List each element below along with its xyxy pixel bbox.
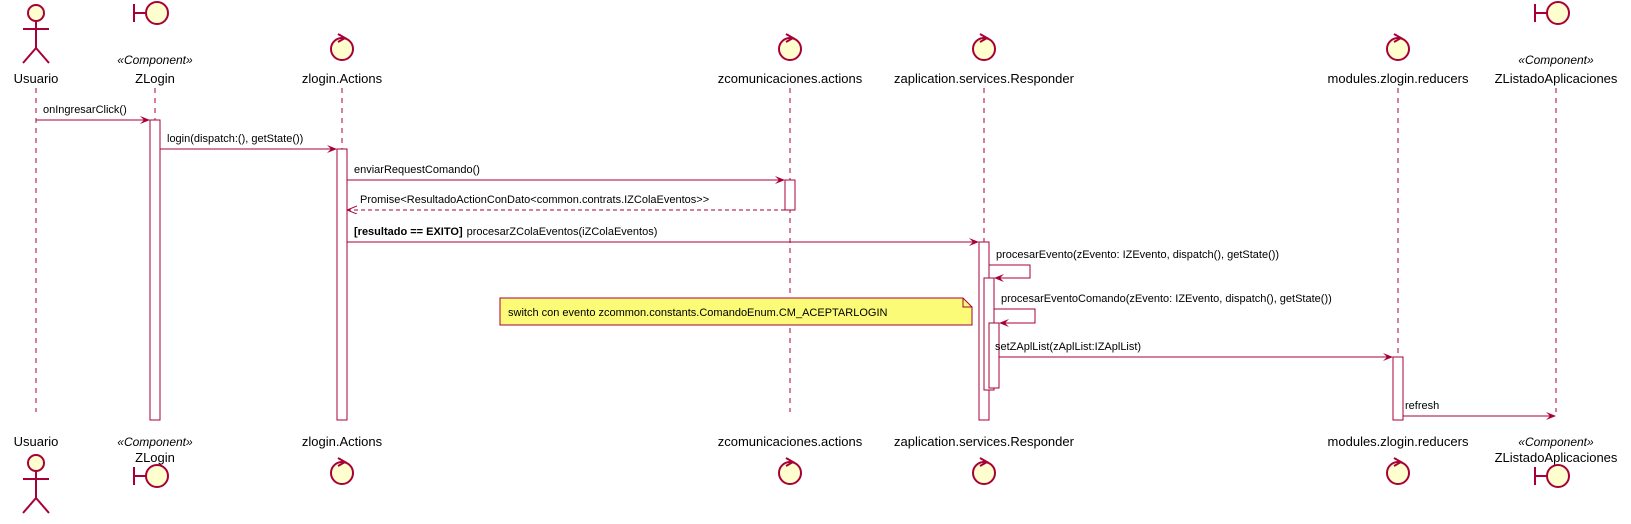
activation-reducers <box>1392 356 1404 421</box>
boundary-icon <box>1534 464 1570 488</box>
note-fold <box>962 298 972 308</box>
control-icon <box>778 33 802 61</box>
message-label: setZAplList(zAplList:IZAplList) <box>995 341 1141 353</box>
boundary-icon <box>133 1 169 25</box>
participant-name-usuario: Usuario <box>14 434 59 449</box>
message-guard: [resultado == EXITO] <box>354 226 463 238</box>
participant-name-reducers: modules.zlogin.reducers <box>1328 434 1469 449</box>
note-text: switch con evento zcommon.constants.Coma… <box>508 307 888 319</box>
activation-responder-3 <box>988 322 1000 389</box>
participant-stereotype-zlistado: «Component» <box>1518 53 1594 67</box>
control-icon <box>972 33 996 61</box>
participant-name-responder: zaplication.services.Responder <box>894 71 1075 86</box>
message-labels: onIngresarClick() login(dispatch:(), get… <box>43 104 1439 412</box>
message-label: procesarEventoComando(zEvento: IZEvento,… <box>1001 293 1332 305</box>
activation-actions <box>336 148 348 421</box>
participants-top: Usuario «Component» ZLogin zlogin.Action… <box>14 1 1618 86</box>
actor-icon <box>22 454 50 514</box>
participant-name-actions: zlogin.Actions <box>302 434 383 449</box>
actor-icon <box>22 4 50 64</box>
activation-zlogin <box>149 119 161 421</box>
note: switch con evento zcommon.constants.Coma… <box>499 297 973 326</box>
participant-name-responder: zaplication.services.Responder <box>894 434 1075 449</box>
participants-bottom: Usuario «Component» ZLogin zlogin.Action… <box>14 434 1618 514</box>
message-label: procesarEvento(zEvento: IZEvento, dispat… <box>996 249 1279 261</box>
participant-name-usuario: Usuario <box>14 71 59 86</box>
boundary-icon <box>1534 1 1570 25</box>
activations <box>149 119 1404 421</box>
control-icon <box>1386 457 1410 485</box>
message-label: login(dispatch:(), getState()) <box>167 133 303 145</box>
participant-name-zlogin: ZLogin <box>135 450 175 465</box>
participant-stereotype-zlogin: «Component» <box>117 53 193 67</box>
control-icon <box>972 457 996 485</box>
participant-name-zlistado: ZListadoAplicaciones <box>1495 450 1618 465</box>
participant-name-zlogin: ZLogin <box>135 71 175 86</box>
participant-name-actions: zlogin.Actions <box>302 71 383 86</box>
message-label: Promise<ResultadoActionConDato<common.co… <box>360 194 709 206</box>
message-label: [resultado == EXITO] procesarZColaEventos… <box>354 226 657 238</box>
message-label: enviarRequestComando() <box>354 164 480 176</box>
messages <box>36 116 1556 420</box>
participant-stereotype-zlistado: «Component» <box>1518 435 1594 449</box>
control-icon <box>330 33 354 61</box>
participant-name-reducers: modules.zlogin.reducers <box>1328 71 1469 86</box>
participant-name-zcom: zcomunicaciones.actions <box>718 434 863 449</box>
participant-name-zlistado: ZListadoAplicaciones <box>1495 71 1618 86</box>
participant-name-zcom: zcomunicaciones.actions <box>718 71 863 86</box>
activation-zcom <box>784 179 796 211</box>
boundary-icon <box>133 464 169 488</box>
message-label: refresh <box>1405 400 1439 412</box>
control-icon <box>1386 33 1410 61</box>
message-self-arrow <box>994 308 1036 327</box>
message-label: onIngresarClick() <box>43 104 127 116</box>
control-icon <box>778 457 802 485</box>
note-box <box>499 297 973 326</box>
participant-stereotype-zlogin: «Component» <box>117 435 193 449</box>
message-self-arrow <box>989 264 1031 282</box>
control-icon <box>330 457 354 485</box>
message-label: procesarZColaEventos(iZColaEventos) <box>467 226 658 238</box>
